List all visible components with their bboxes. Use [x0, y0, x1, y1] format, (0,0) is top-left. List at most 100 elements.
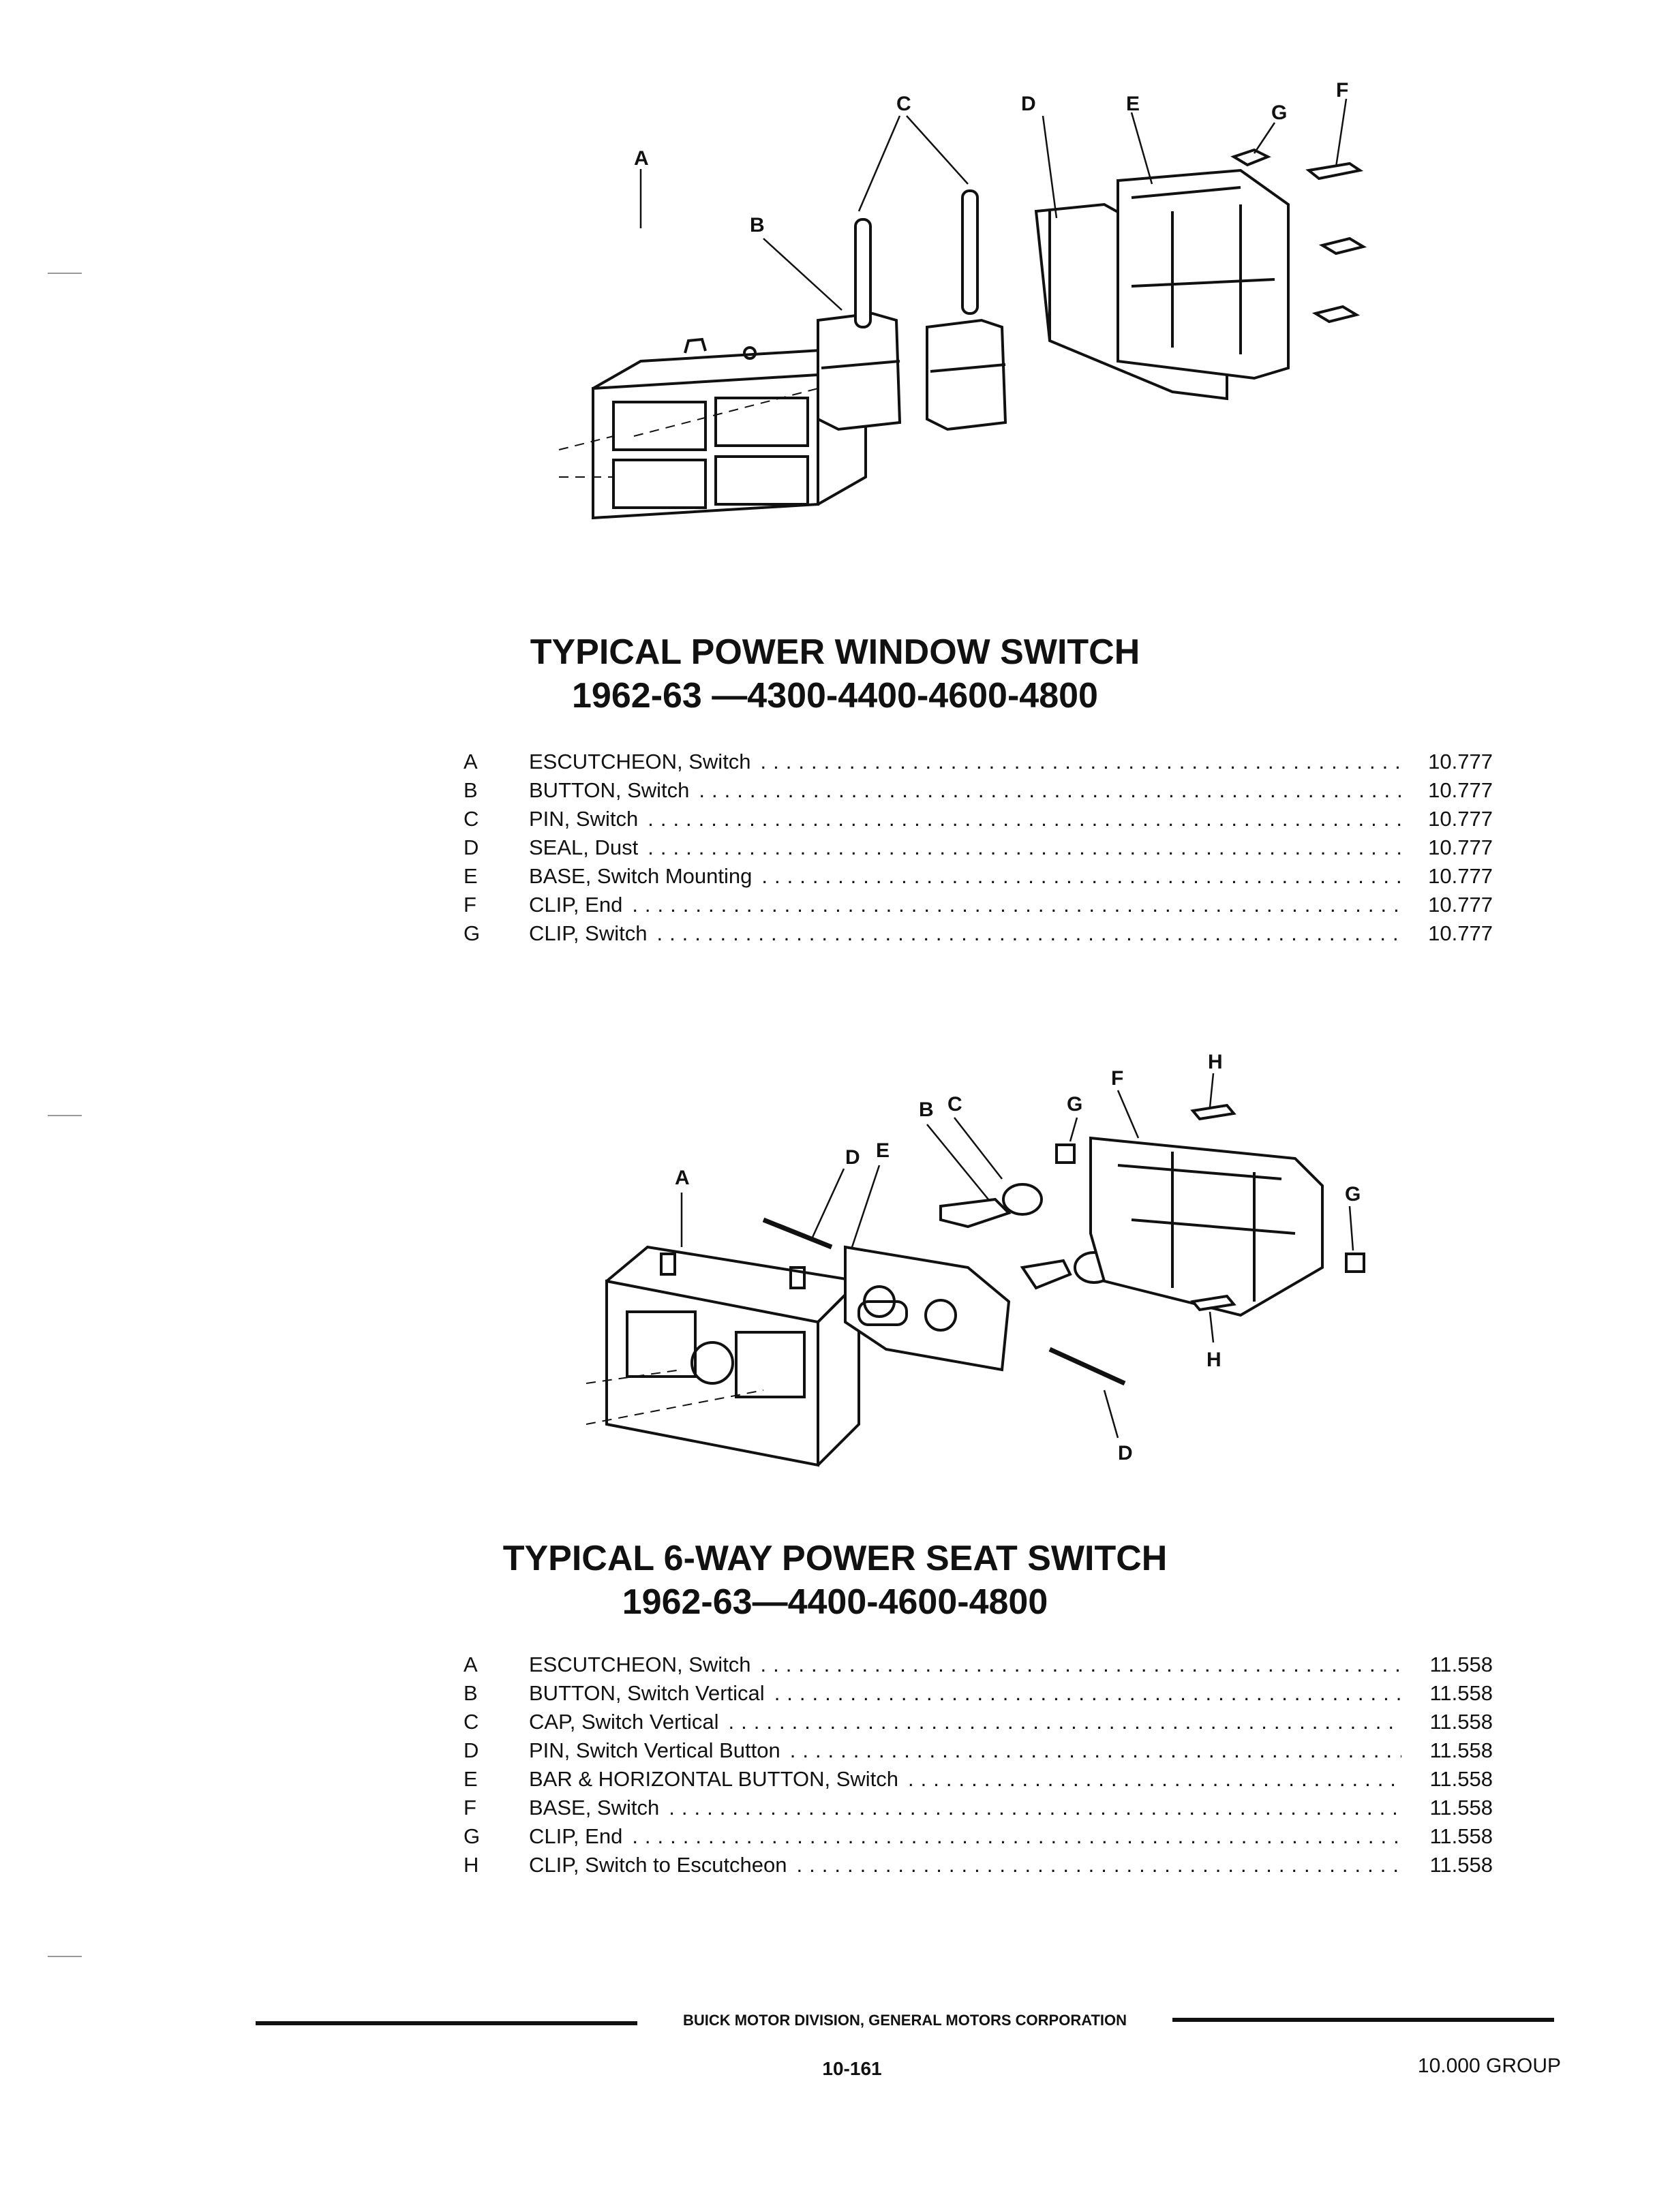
dot-leader: ........................................…: [699, 778, 1401, 802]
clip-part: [1230, 148, 1367, 324]
escutcheon-part: [586, 1245, 862, 1467]
switch-base-part: [1089, 1136, 1324, 1317]
part-letter: C: [464, 1710, 479, 1734]
part-letter: A: [464, 750, 478, 773]
callout-d-upper: D: [845, 1146, 860, 1169]
dot-leader: ........................................…: [796, 1853, 1401, 1877]
dot-leader: ........................................…: [632, 893, 1401, 917]
callout-c: C: [896, 93, 911, 115]
footer-publisher: BUICK MOTOR DIVISION, GENERAL MOTORS COR…: [682, 2012, 1127, 2029]
page-number: 10-161: [822, 2058, 882, 2079]
dot-leader: ........................................…: [774, 1681, 1401, 1705]
vertical-button-part: [939, 1183, 1114, 1290]
dot-leader: ........................................…: [728, 1710, 1401, 1734]
dot-leader: ........................................…: [760, 750, 1401, 773]
callout-h-lower: H: [1206, 1349, 1221, 1371]
dot-leader: ........................................…: [632, 1824, 1401, 1848]
part-description: PIN, Switch Vertical Button: [529, 1738, 780, 1762]
part-letter: C: [464, 807, 479, 831]
part-description: SEAL, Dust: [529, 835, 639, 859]
callout-b: B: [750, 214, 765, 236]
part-letter: H: [464, 1853, 479, 1877]
pin-part: [762, 1217, 1126, 1386]
figure-2-title-line-2: 1962-63—4400-4600-4800: [622, 1582, 1048, 1622]
figure-2-title: TYPICAL 6-WAY POWER SEAT SWITCH 1962-63—…: [0, 1537, 1670, 1624]
dot-leader: ........................................…: [656, 921, 1401, 945]
part-number: 11.558: [1429, 1853, 1493, 1877]
dot-leader: ........................................…: [908, 1767, 1401, 1791]
callout-g-right: G: [1345, 1183, 1361, 1205]
parts-row: E BAR & HORIZONTAL BUTTON, Switch........…: [464, 1767, 1493, 1796]
leader-lines: [680, 1073, 1354, 1439]
dot-leader: ........................................…: [648, 835, 1401, 859]
figure-2-parts-list: A ESCUTCHEON, Switch.....................…: [464, 1653, 1493, 1881]
margin-mark: [48, 1115, 82, 1116]
part-number: 11.558: [1429, 1738, 1493, 1762]
pin-part: [854, 189, 979, 328]
figure-1-title-line-1: TYPICAL POWER WINDOW SWITCH: [530, 632, 1140, 672]
section-group: 10.000 GROUP: [1417, 2055, 1561, 2077]
part-number: 10.777: [1428, 750, 1493, 773]
callout-g-upper: G: [1067, 1093, 1082, 1116]
part-number: 10.777: [1428, 778, 1493, 802]
parts-row: C CAP, Switch Vertical...................…: [464, 1710, 1493, 1738]
callout-e: E: [1126, 93, 1140, 115]
callout-a: A: [634, 147, 649, 170]
part-number: 11.558: [1429, 1710, 1493, 1734]
switch-base-part: [1117, 168, 1290, 380]
part-number: 11.558: [1429, 1824, 1493, 1848]
part-number: 10.777: [1428, 921, 1493, 945]
callout-e: E: [876, 1139, 890, 1162]
callout-a: A: [675, 1167, 690, 1189]
footer-rule-right: [1172, 2018, 1554, 2022]
parts-row: H CLIP, Switch to Escutcheon.............…: [464, 1853, 1493, 1881]
bar-horizontal-button-part: [844, 1245, 1011, 1372]
part-number: 11.558: [1429, 1796, 1493, 1819]
part-number: 10.777: [1428, 893, 1493, 917]
part-number: 11.558: [1429, 1681, 1493, 1705]
part-letter: E: [464, 1767, 478, 1791]
part-letter: A: [464, 1653, 478, 1676]
part-number: 11.558: [1429, 1767, 1493, 1791]
dot-leader: ........................................…: [648, 807, 1401, 831]
part-description: BASE, Switch: [529, 1796, 660, 1819]
parts-row: A ESCUTCHEON, Switch.....................…: [464, 750, 1493, 778]
part-description: BUTTON, Switch: [529, 778, 690, 802]
dot-leader: ........................................…: [789, 1738, 1401, 1762]
callout-b: B: [919, 1099, 934, 1121]
escutcheon-part: [558, 337, 873, 520]
callout-d: D: [1021, 93, 1036, 115]
part-letter: E: [464, 864, 478, 888]
margin-mark: [48, 1956, 82, 1957]
part-letter: G: [464, 921, 481, 945]
callout-f: F: [1336, 79, 1348, 102]
part-description: ESCUTCHEON, Switch: [529, 750, 751, 773]
part-letter: G: [464, 1824, 481, 1848]
dot-leader: ........................................…: [761, 864, 1401, 888]
part-description: CAP, Switch Vertical: [529, 1710, 719, 1734]
part-description: ESCUTCHEON, Switch: [529, 1653, 751, 1676]
power-window-switch-diagram: A B C D E F G: [518, 68, 1404, 627]
part-description: CLIP, Switch to Escutcheon: [529, 1853, 787, 1877]
clip-part: [1055, 1103, 1365, 1312]
part-number: 10.777: [1428, 864, 1493, 888]
leader-lines: [639, 98, 1348, 311]
dot-leader: ........................................…: [760, 1653, 1401, 1676]
callout-c: C: [947, 1093, 962, 1116]
callout-d-lower: D: [1118, 1442, 1133, 1464]
part-description: CLIP, End: [529, 893, 623, 917]
part-letter: B: [464, 1681, 478, 1705]
power-seat-switch-diagram: A B C D D E F G G H H: [586, 1043, 1404, 1506]
parts-row: C PIN, Switch............................…: [464, 807, 1493, 835]
part-description: BAR & HORIZONTAL BUTTON, Switch: [529, 1767, 899, 1791]
part-description: PIN, Switch: [529, 807, 639, 831]
figure-1-parts-list: A ESCUTCHEON, Switch.....................…: [464, 750, 1493, 950]
